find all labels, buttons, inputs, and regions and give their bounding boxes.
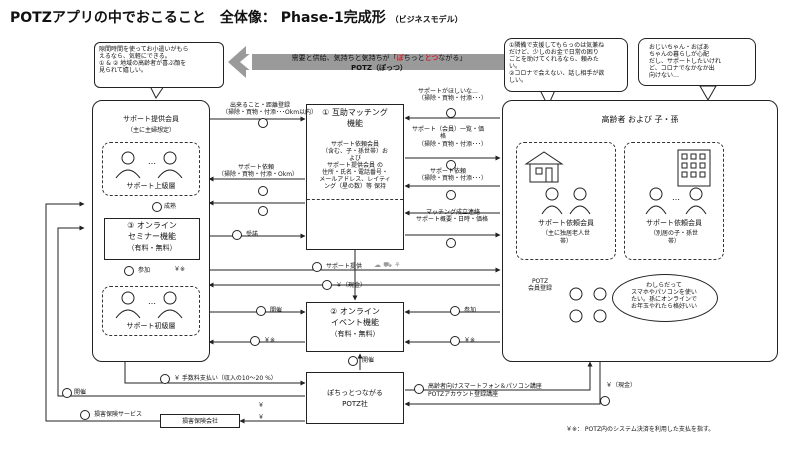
flow-fee: ￥ 手数料支払い（収入の10～20 %） (174, 375, 277, 382)
step-circle (450, 336, 460, 346)
step-circle (232, 230, 242, 240)
step-circle (160, 374, 170, 384)
grade-up-label: 成熟 (164, 203, 177, 210)
flow-register-1: 出来ること・距離登録 (230, 102, 291, 109)
house-icon (524, 151, 564, 183)
flow-host-center: 開催 (362, 357, 375, 364)
step-circle (446, 108, 456, 118)
flow-yen-insurer: ￥ (258, 414, 265, 421)
step-circle (322, 280, 332, 290)
step-circle (450, 306, 460, 316)
bubble-right-b: おじいちゃん・おばあ ちゃんの暮らしが心配 だし、サポートしたいけれ ど、コロナ… (638, 38, 756, 86)
yen-mark: ￥※ (174, 266, 186, 273)
insurer-box: 損害保険会社 (160, 414, 240, 428)
step-circle (414, 384, 424, 394)
flow-host-left: 開催 (74, 389, 87, 396)
people-icon: … (645, 187, 707, 215)
step-circle (600, 396, 610, 406)
potz-registration-label-2: 会員登録 (527, 285, 552, 292)
flow-req-right-1: サポート依頼 (430, 168, 467, 175)
step-circle (256, 306, 266, 316)
flow-yen-company: ￥ (258, 402, 265, 409)
beginner-tier-group (102, 286, 200, 336)
potz-registration-label-1: POTZ (531, 278, 549, 285)
svg-text:…: … (148, 297, 156, 306)
matching-box: ① 互助マッチング 機能 サポート依頼会員 （含む、子・孫世帯）お よび サポー… (306, 104, 404, 250)
step-circle (446, 190, 456, 200)
flow-cash-bottom: ￥（現金） (606, 382, 637, 389)
seminar-box: ③ オンライン セミナー機能 （有料・無料） (104, 218, 200, 260)
people-icon: … (115, 291, 183, 319)
step-circle (250, 336, 260, 346)
event-box: ② オンライン イベント機能 （有料・無料） (306, 302, 404, 352)
flow-accept: 受諾 (246, 231, 259, 238)
step-circle (80, 410, 90, 420)
flow-list-2: 格 (440, 133, 447, 140)
people-icon (541, 187, 591, 215)
upper-tier-label: サポート上級層 (126, 182, 176, 190)
flow-req-left-2: （掃除・買物・付添・Okm） (218, 171, 299, 178)
svg-text:…: … (672, 193, 680, 202)
step-circle (258, 118, 268, 128)
svg-text:…: … (148, 157, 156, 166)
bubble-right-a: ①隣備で支援してもらっのは気兼ね だけど、少しのお金で日常の困り ごとを助けてく… (504, 38, 628, 92)
flow-attend: 参加 (464, 307, 477, 314)
people-icon: … (115, 151, 183, 179)
flow-cash-top: ￥（現金） (336, 282, 367, 289)
page-title: POTZアプリの中でおこること 全体像： Phase-1完成形 （ビジネスモデル… (10, 10, 463, 26)
flow-lecture-2: POTZアカウント登録講座 (428, 391, 499, 398)
apartment-icon (677, 149, 711, 187)
step-circle (446, 160, 456, 170)
flow-insurance: 損害保険サービス (94, 411, 143, 418)
flow-match-2: サポート概要・日時・価格 (416, 216, 489, 223)
step-circle (62, 388, 72, 398)
bubble-bottom: わしらだって スマホやパソコンを使い たい。孫にオンラインで お年玉やれたら格好… (612, 274, 718, 322)
footnote: ￥※： POTZ内のシステム決済を利用した支払を指す。 (566, 426, 715, 433)
join-label: 参加 (138, 267, 151, 274)
step-circle (446, 238, 456, 248)
beginner-tier-label: サポート初級層 (126, 322, 176, 330)
elderly-people-icon (569, 287, 607, 323)
flow-want-1: サポートがほしいな… (418, 88, 479, 95)
step-circle (258, 186, 268, 196)
banner-line1: 需要と供給、気持ちと気持ちが「ぽちっととつながる」 (291, 54, 467, 62)
flow-register-2: （掃除・買物・付添･･･Okm以内） (222, 109, 318, 116)
flow-host: 開催 (270, 307, 283, 314)
flow-list-1: サポート（会員）一覧・価 (412, 126, 485, 133)
step-circle (312, 262, 322, 272)
flow-match-1: マッチング成立連絡 (426, 209, 481, 216)
step-circle (258, 206, 268, 216)
step-circle (152, 202, 162, 212)
flow-req-right-2: （掃除・買物・付添･･･） (418, 175, 488, 182)
flow-lecture-1: 高齢者向けスマートフォン＆パソコン講座 (428, 383, 542, 390)
banner-arrow-shape (228, 46, 530, 78)
service-icons: ☁ ⛟ ⚘ (374, 261, 401, 269)
flow-yen-left: ￥※ (264, 337, 276, 344)
flow-support-provide: サポート提供 (326, 263, 363, 270)
flow-want-2: （掃除・買物・付添･･･） (418, 95, 488, 102)
banner-line2: POTZ（ぽっつ） (351, 64, 407, 72)
company-box: ぽちっとつながる POTZ社 (306, 372, 404, 424)
step-circle (124, 266, 134, 276)
upper-tier-group (102, 142, 200, 196)
flow-req-left-1: サポート依頼 (238, 164, 275, 171)
step-circle (348, 356, 358, 366)
bubble-left: 隙間時間を使ってお小遣いがもら えるなら、気軽にできる。 ① & ② 地域の高齢… (94, 42, 224, 88)
flow-list-3: （掃除・買物・付添･･･） (418, 141, 488, 148)
flow-yen-right: ￥※ (464, 337, 476, 344)
